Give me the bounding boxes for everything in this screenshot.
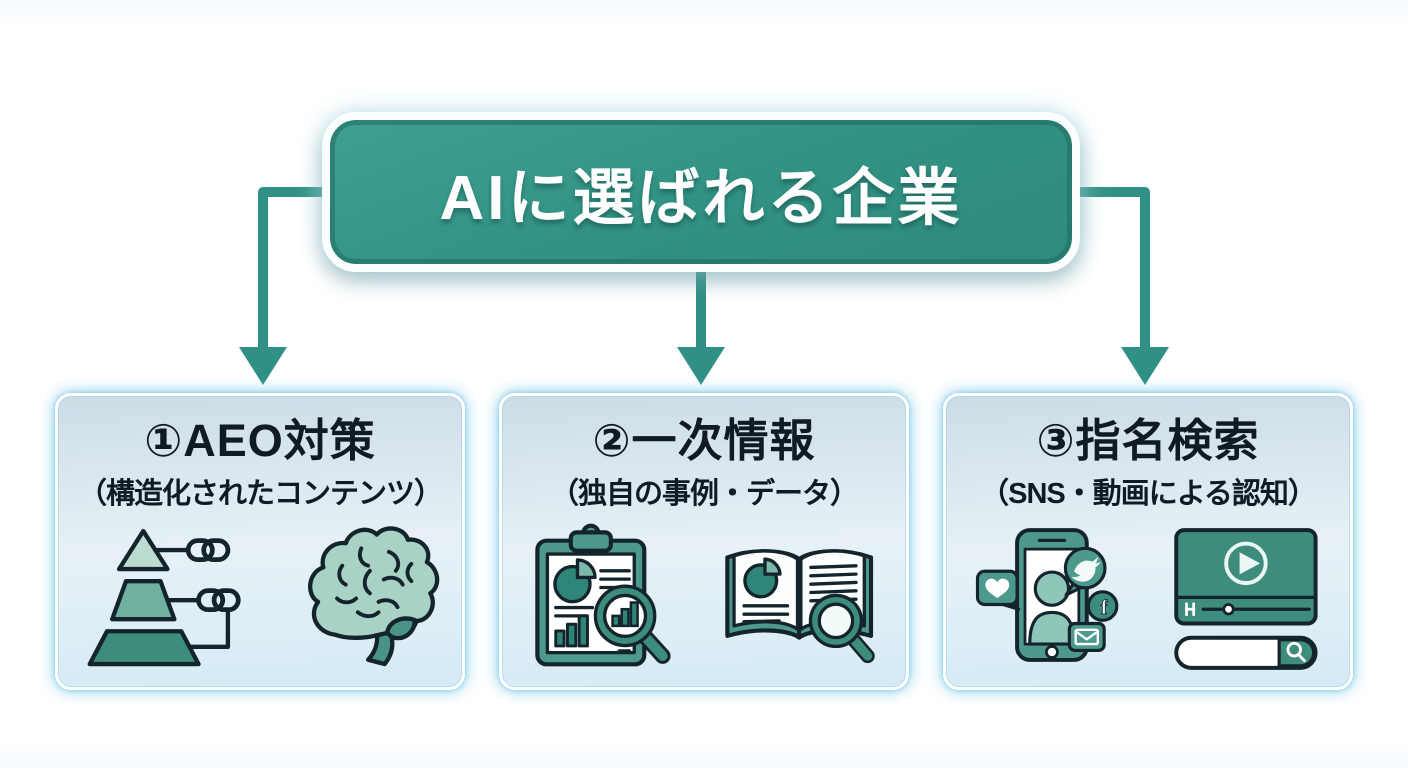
open-book-magnifier-icon bbox=[725, 548, 875, 663]
card-aeo-icons bbox=[58, 512, 462, 687]
card-aeo: ①AEO対策 （構造化されたコンテンツ） bbox=[55, 393, 465, 690]
card-branded-search-subtitle: （SNS・動画による認知） bbox=[980, 478, 1317, 510]
card-branded-search-icons: f bbox=[946, 512, 1350, 687]
video-player-search-bar-icon bbox=[1174, 527, 1318, 670]
title-box: AIに選ばれる企業 bbox=[322, 112, 1080, 272]
arrowhead-left bbox=[239, 347, 287, 385]
clipboard-chart-magnifier-icon bbox=[535, 523, 671, 666]
card-primary-info-title: ②一次情報 bbox=[592, 415, 816, 466]
card-primary-info-icons bbox=[502, 512, 906, 687]
smartphone-social-icon: f bbox=[975, 527, 1119, 662]
arrowhead-middle bbox=[677, 347, 725, 385]
page-title: AIに選ばれる企業 bbox=[439, 164, 963, 233]
card-primary-info: ②一次情報 （独自の事例・データ） bbox=[499, 393, 909, 690]
arrow-line-left bbox=[258, 187, 330, 350]
card-branded-search: ③指名検索 （SNS・動画による認知） bbox=[943, 393, 1353, 690]
arrow-line-right bbox=[1072, 187, 1150, 350]
facebook-glyph: f bbox=[1100, 597, 1108, 619]
pyramid-links-icon bbox=[87, 528, 241, 666]
card-aeo-title: ①AEO対策 bbox=[144, 415, 376, 466]
card-branded-search-title: ③指名検索 bbox=[1036, 415, 1260, 466]
card-aeo-subtitle: （構造化されたコンテンツ） bbox=[77, 478, 443, 510]
brain-icon bbox=[308, 525, 440, 666]
cards-row: ①AEO対策 （構造化されたコンテンツ） bbox=[55, 393, 1353, 690]
card-primary-info-subtitle: （独自の事例・データ） bbox=[549, 478, 859, 510]
arrowhead-right bbox=[1121, 347, 1169, 385]
